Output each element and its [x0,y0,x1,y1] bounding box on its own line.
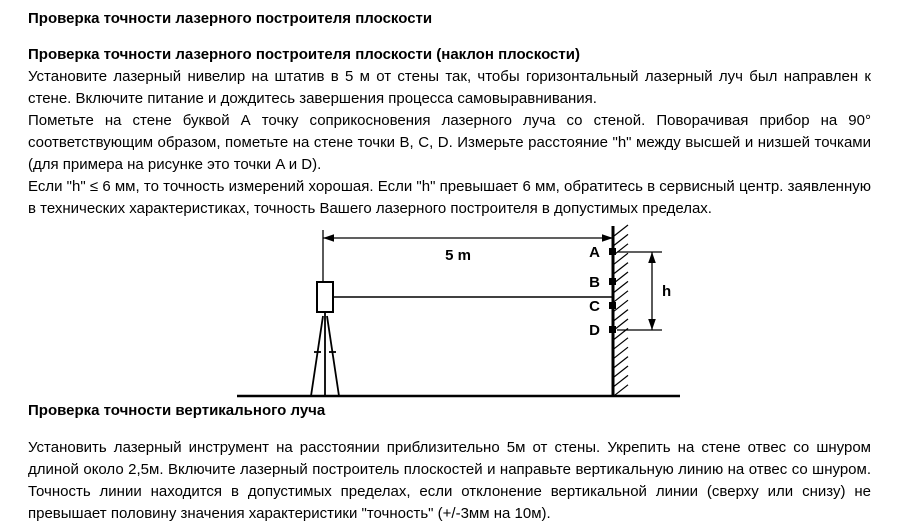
point-c-marker [609,302,616,309]
height-arrow-down [648,319,656,330]
section-plane-paragraph-2: Пометьте на стене буквой А точку соприко… [28,112,871,173]
laser-level-device [316,281,334,313]
point-label-a: A [589,244,600,261]
point-d-marker [609,326,616,333]
distance-arrow-right [602,234,613,242]
section-vertical-accuracy: Проверка точности вертикального луча Уст… [28,400,871,525]
section-plane-heading: Проверка точности лазерного построителя … [28,46,580,63]
section-plane-accuracy: Проверка точности лазерного построителя … [28,44,871,220]
height-arrow-up [648,252,656,263]
distance-arrow-left [323,234,334,242]
section-plane-paragraph-1: Установите лазерный нивелир на штатив в … [28,68,871,107]
point-a-marker [609,248,616,255]
point-label-d: D [589,322,600,339]
measurement-diagram: 5 m A B C D h [28,220,871,400]
section-vertical-paragraph-1: Установить лазерный инструмент на рассто… [28,439,871,522]
section-plane-paragraph-3: Если "h" ≤ 6 мм, то точность измерений х… [28,178,871,217]
wall-hatching [613,224,629,397]
point-label-c: C [589,298,600,315]
point-b-marker [609,278,616,285]
page-title: Проверка точности лазерного построителя … [28,10,433,27]
point-label-b: B [589,274,600,291]
height-label: h [662,283,671,300]
tripod [310,312,340,397]
distance-label: 5 m [445,247,471,264]
section-vertical-heading: Проверка точности вертикального луча [28,402,326,419]
diagram-svg: 5 m A B C D h [237,224,680,398]
